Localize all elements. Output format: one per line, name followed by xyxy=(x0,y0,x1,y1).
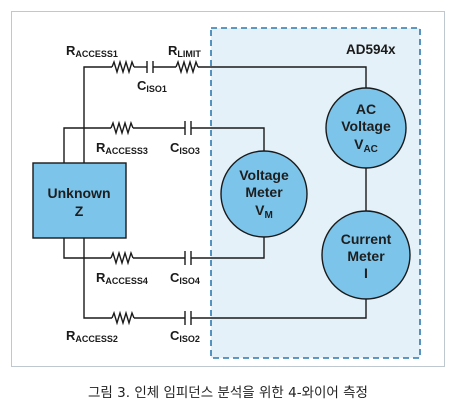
resistor-access2 xyxy=(111,310,135,326)
label-r-limit: RLIMIT xyxy=(168,43,201,59)
wire-iso3-vm xyxy=(191,127,265,151)
label-r-access1: RACCESS1 xyxy=(66,43,118,59)
current-meter-line3: I xyxy=(364,265,368,281)
wire-iso2-current xyxy=(191,299,367,319)
label-r-access4: RACCESS4 xyxy=(96,270,148,286)
label-c-iso1: CISO1 xyxy=(137,78,167,94)
current-meter-line1: Current xyxy=(341,231,392,247)
wire-access1-left xyxy=(83,66,112,163)
label-r-access2: RACCESS2 xyxy=(66,328,118,344)
wire-access4-left xyxy=(63,238,111,259)
voltage-meter-line1: Voltage xyxy=(239,167,289,183)
wires xyxy=(63,61,367,325)
wire-access2-left xyxy=(83,238,112,319)
figure-caption: 그림 3. 인체 임피던스 분석을 위한 4-와이어 측정 xyxy=(88,385,368,401)
resistor-access1 xyxy=(111,59,135,75)
ac-voltage-line1: AC xyxy=(356,101,376,117)
voltage-meter-line2: Meter xyxy=(245,184,283,200)
voltage-meter-circle xyxy=(220,150,308,238)
label-c-iso3: CISO3 xyxy=(170,140,200,156)
unknown-z-box xyxy=(32,162,127,239)
resistors xyxy=(110,59,199,326)
resistor-access3 xyxy=(110,120,134,136)
chip-label: AD594x xyxy=(346,42,396,57)
label-r-access3: RACCESS3 xyxy=(96,140,148,156)
label-c-iso2: CISO2 xyxy=(170,328,200,344)
unknown-label: Unknown xyxy=(48,185,111,201)
wire-limit-ac xyxy=(198,66,367,88)
wire-access3-left xyxy=(63,127,111,163)
voltage-meter-symbol: VM xyxy=(255,202,273,221)
label-c-iso4: CISO4 xyxy=(170,270,200,286)
ac-voltage-symbol: VAC xyxy=(354,136,378,155)
ac-voltage-line2: Voltage xyxy=(341,118,391,134)
unknown-z-label: Z xyxy=(75,203,84,219)
current-meter-line2: Meter xyxy=(347,248,385,264)
current-meter-circle xyxy=(321,210,411,300)
resistor-limit xyxy=(175,59,199,75)
resistor-access4 xyxy=(110,250,134,266)
wire-iso4-vm xyxy=(191,237,265,259)
ac-voltage-circle xyxy=(325,87,407,169)
